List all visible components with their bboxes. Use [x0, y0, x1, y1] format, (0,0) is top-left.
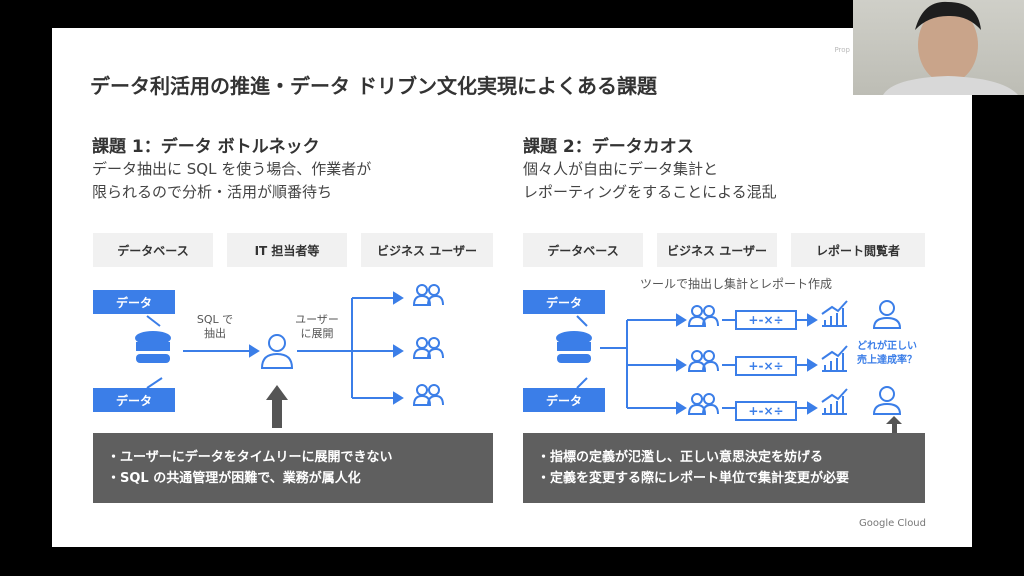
users-icon — [687, 305, 719, 327]
subtitle-line: 個々人が自由にデータ集計と — [523, 160, 719, 178]
question-text: どれが正しい売上達成率？ — [857, 341, 917, 366]
header-database: データベース — [523, 233, 643, 267]
participant-image — [883, 1, 1018, 95]
data-box: データ — [93, 388, 175, 412]
tool-label: ツールで抽出し集計とレポート作成 — [640, 277, 833, 291]
left-issues: ・ユーザーにデータをタイムリーに展開できない ・SQL の共通管理が困難で、業務… — [93, 433, 493, 503]
header-database: データベース — [93, 233, 213, 267]
corner-text: Prop — [834, 46, 850, 54]
issue-item: ・指標の定義が氾濫し、正しい意思決定を妨げる — [537, 450, 824, 465]
data-box: データ — [523, 388, 605, 412]
database-icon — [135, 331, 171, 363]
deploy-label: ユーザーに展開 — [295, 313, 339, 340]
subtitle-line: レポーティングをすることによる混乱 — [523, 183, 777, 201]
slide-title: データ利活用の推進・データ ドリブン文化実現によくある課題 — [90, 74, 657, 98]
data-box: データ — [93, 290, 175, 314]
chart-icon — [821, 300, 848, 327]
calc-box: +-×÷ — [735, 310, 797, 330]
data-box: データ — [523, 290, 605, 314]
calc-box: +-×÷ — [735, 401, 797, 421]
database-icon — [556, 331, 592, 363]
calc-box: +-×÷ — [735, 356, 797, 376]
header-it: IT 担当者等 — [227, 233, 347, 267]
issue-item: ・定義を変更する際にレポート単位で集計変更が必要 — [537, 471, 850, 486]
left-diagram — [135, 284, 444, 428]
up-arrow — [886, 416, 902, 433]
users-icon — [412, 337, 444, 359]
viewer-icon — [872, 386, 902, 415]
sql-label: SQL で抽出 — [196, 313, 234, 340]
subtitle-line: 限られるので分析・活用が順番待ち — [92, 183, 333, 201]
left-heading: 課題 1：データ ボトルネック — [92, 137, 320, 157]
issue-item: ・ユーザーにデータをタイムリーに展開できない — [107, 450, 393, 465]
google-cloud-logo: Google Cloud — [858, 518, 926, 529]
right-subtitle: 個々人が自由にデータ集計と レポーティングをすることによる混乱 — [523, 158, 777, 204]
header-viewer: レポート閲覧者 — [791, 233, 925, 267]
right-issues: ・指標の定義が氾濫し、正しい意思決定を妨げる ・定義を変更する際にレポート単位で… — [523, 433, 925, 503]
header-business: ビジネス ユーザー — [657, 233, 777, 267]
it-person-icon — [260, 334, 294, 369]
right-diagram — [556, 300, 902, 433]
subtitle-line: データ抽出に SQL を使う場合、作業者が — [92, 160, 372, 178]
users-icon — [412, 284, 444, 306]
users-icon — [412, 384, 444, 406]
viewer-icon — [872, 300, 902, 329]
slide: Prop データ利活用の推進・データ ドリブン文化実現によくある課題 課題 1：… — [52, 28, 972, 547]
right-heading: 課題 2：データカオス — [523, 137, 694, 157]
up-arrow — [266, 385, 288, 428]
webcam-video — [853, 0, 1024, 95]
header-business: ビジネス ユーザー — [361, 233, 493, 267]
issue-item: ・SQL の共通管理が困難で、業務が属人化 — [107, 471, 361, 486]
left-subtitle: データ抽出に SQL を使う場合、作業者が 限られるので分析・活用が順番待ち — [92, 158, 371, 204]
